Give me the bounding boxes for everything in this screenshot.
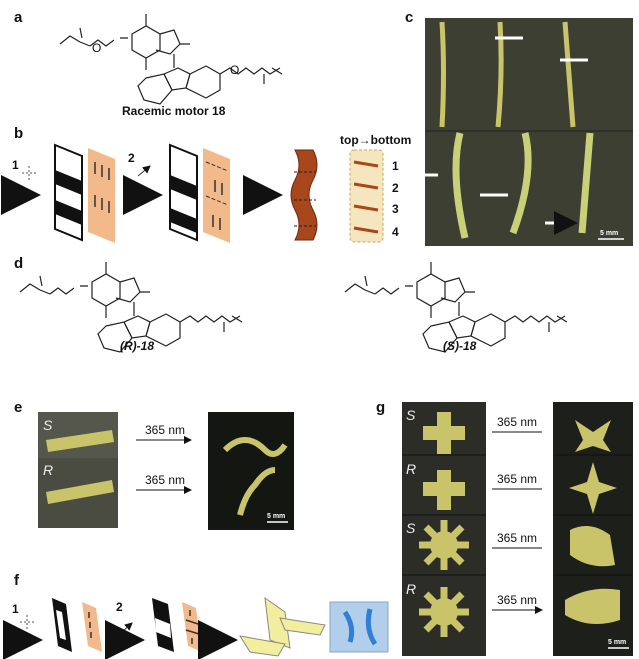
- layer-3: 3: [392, 202, 399, 216]
- fabrication-diagram-b: 1 2: [1, 143, 384, 243]
- row-label-s: S: [406, 520, 416, 536]
- row-label-r: R: [406, 581, 416, 597]
- racemic-motor-structure: [59, 13, 283, 105]
- scale-bar-label: 5 mm: [608, 639, 626, 646]
- wavelength-label: 365 nm: [497, 593, 537, 607]
- wavelength-label: 365 nm: [497, 472, 537, 486]
- row-label-r: R: [43, 462, 53, 478]
- layer-1: 1: [392, 159, 399, 173]
- layer-2: 2: [392, 181, 399, 195]
- racemic-caption: Racemic motor 18: [122, 104, 226, 118]
- wavelength-label: 365 nm: [497, 531, 537, 545]
- row-label-s: S: [406, 407, 416, 423]
- scale-bar-label: 5 mm: [600, 230, 618, 237]
- wavelength-label: 365 nm: [497, 415, 537, 429]
- row-label-r: R: [406, 461, 416, 477]
- wavelength-label: 365 nm: [145, 423, 185, 437]
- panel-label-g: g: [376, 399, 385, 416]
- panel-label-c: c: [405, 9, 413, 26]
- row-label-s: S: [43, 417, 53, 433]
- oxygen-label: O: [230, 63, 239, 77]
- panel-label-a: a: [14, 9, 23, 26]
- wavelength-label: 365 nm: [145, 473, 185, 487]
- layer-4: 4: [392, 225, 399, 239]
- panel-label-e: e: [14, 399, 22, 416]
- step-2-label: 2: [116, 600, 123, 614]
- r-label: (R)-18: [120, 339, 154, 353]
- panel-label-d: d: [14, 255, 23, 272]
- photos-e: 5 mm: [38, 412, 294, 530]
- step-2-label: 2: [128, 151, 135, 165]
- fabrication-diagram-f: 1 2: [3, 596, 389, 659]
- photos-g: 5 mm: [402, 402, 633, 656]
- orientation-title: top→bottom: [340, 133, 411, 147]
- step-1-label: 1: [12, 602, 19, 616]
- s-label: (S)-18: [443, 339, 477, 353]
- scale-bar-label: 5 mm: [267, 513, 285, 520]
- oxygen-label: O: [92, 41, 101, 55]
- step-1-label: 1: [12, 158, 19, 172]
- panel-label-b: b: [14, 125, 23, 142]
- panel-label-f: f: [14, 572, 20, 589]
- photo-c: 5 mm: [408, 18, 633, 246]
